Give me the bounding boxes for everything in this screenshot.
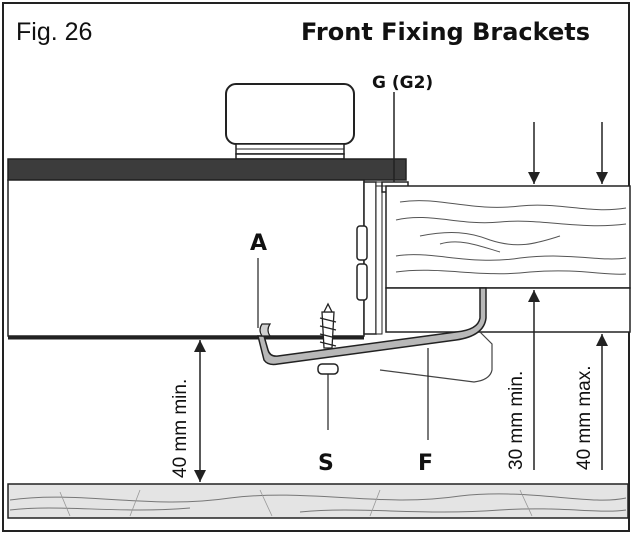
worktop <box>7 158 407 181</box>
hob-knob-icon <box>225 83 355 160</box>
dimension-40-min <box>194 340 206 482</box>
figure-title: Front Fixing Brackets <box>301 18 590 46</box>
hinge-icon <box>356 225 368 301</box>
label-s: S <box>318 451 334 476</box>
label-a: A <box>250 231 267 256</box>
dimension-label-40-max: 40 mm max. <box>574 365 595 470</box>
dimension-30-min <box>528 122 540 470</box>
figure-label: Fig. 26 <box>16 18 92 46</box>
bracket-f <box>257 287 487 366</box>
label-f: F <box>418 451 433 476</box>
appliance-body <box>7 179 365 337</box>
floor <box>7 483 629 519</box>
label-g: G (G2) <box>372 73 433 93</box>
dimension-label-40-min: 40 mm min. <box>170 379 191 478</box>
bracket-f-outer <box>379 331 493 383</box>
screw-icon <box>317 302 339 430</box>
bracket-a <box>259 323 272 337</box>
wooden-panel <box>385 185 631 333</box>
dimension-label-30-min: 30 mm min. <box>506 371 527 470</box>
dimension-40-max <box>596 122 608 470</box>
